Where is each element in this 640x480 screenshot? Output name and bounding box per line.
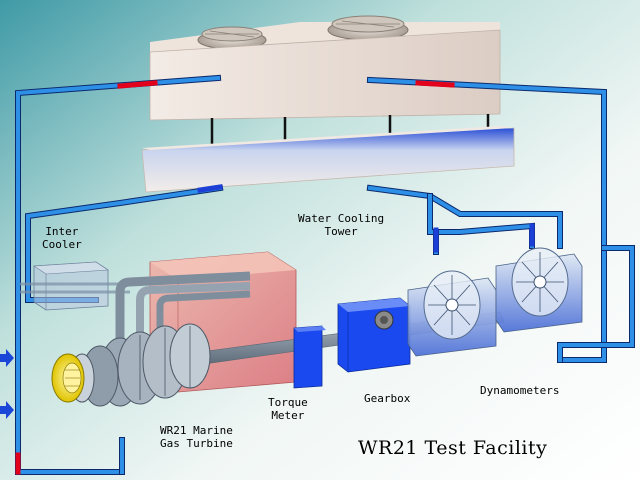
dynamometer (407, 270, 497, 357)
gas-turbine (51, 323, 211, 407)
air-intake-arrow-icon (0, 401, 14, 419)
diagram-title: WR21 Test Facility (358, 437, 548, 459)
label-inter-cooler: Inter Cooler (42, 225, 82, 251)
label-dynamometers: Dynamometers (480, 384, 560, 397)
label-gas-turbine: WR21 Marine Gas Turbine (160, 424, 233, 450)
label-water-cooling-tower: Water Cooling Tower (298, 212, 385, 238)
fan-icon (197, 26, 267, 50)
torque-meter (293, 325, 326, 389)
water-cooling-tower (141, 15, 515, 193)
gearbox (337, 297, 411, 373)
inter-cooler (20, 261, 130, 311)
label-torque-meter: Torque Meter (268, 396, 308, 422)
label-gearbox: Gearbox (364, 392, 411, 405)
air-intake-arrow-icon (0, 349, 14, 367)
dynamometer (495, 247, 583, 333)
fan-icon (327, 15, 409, 41)
